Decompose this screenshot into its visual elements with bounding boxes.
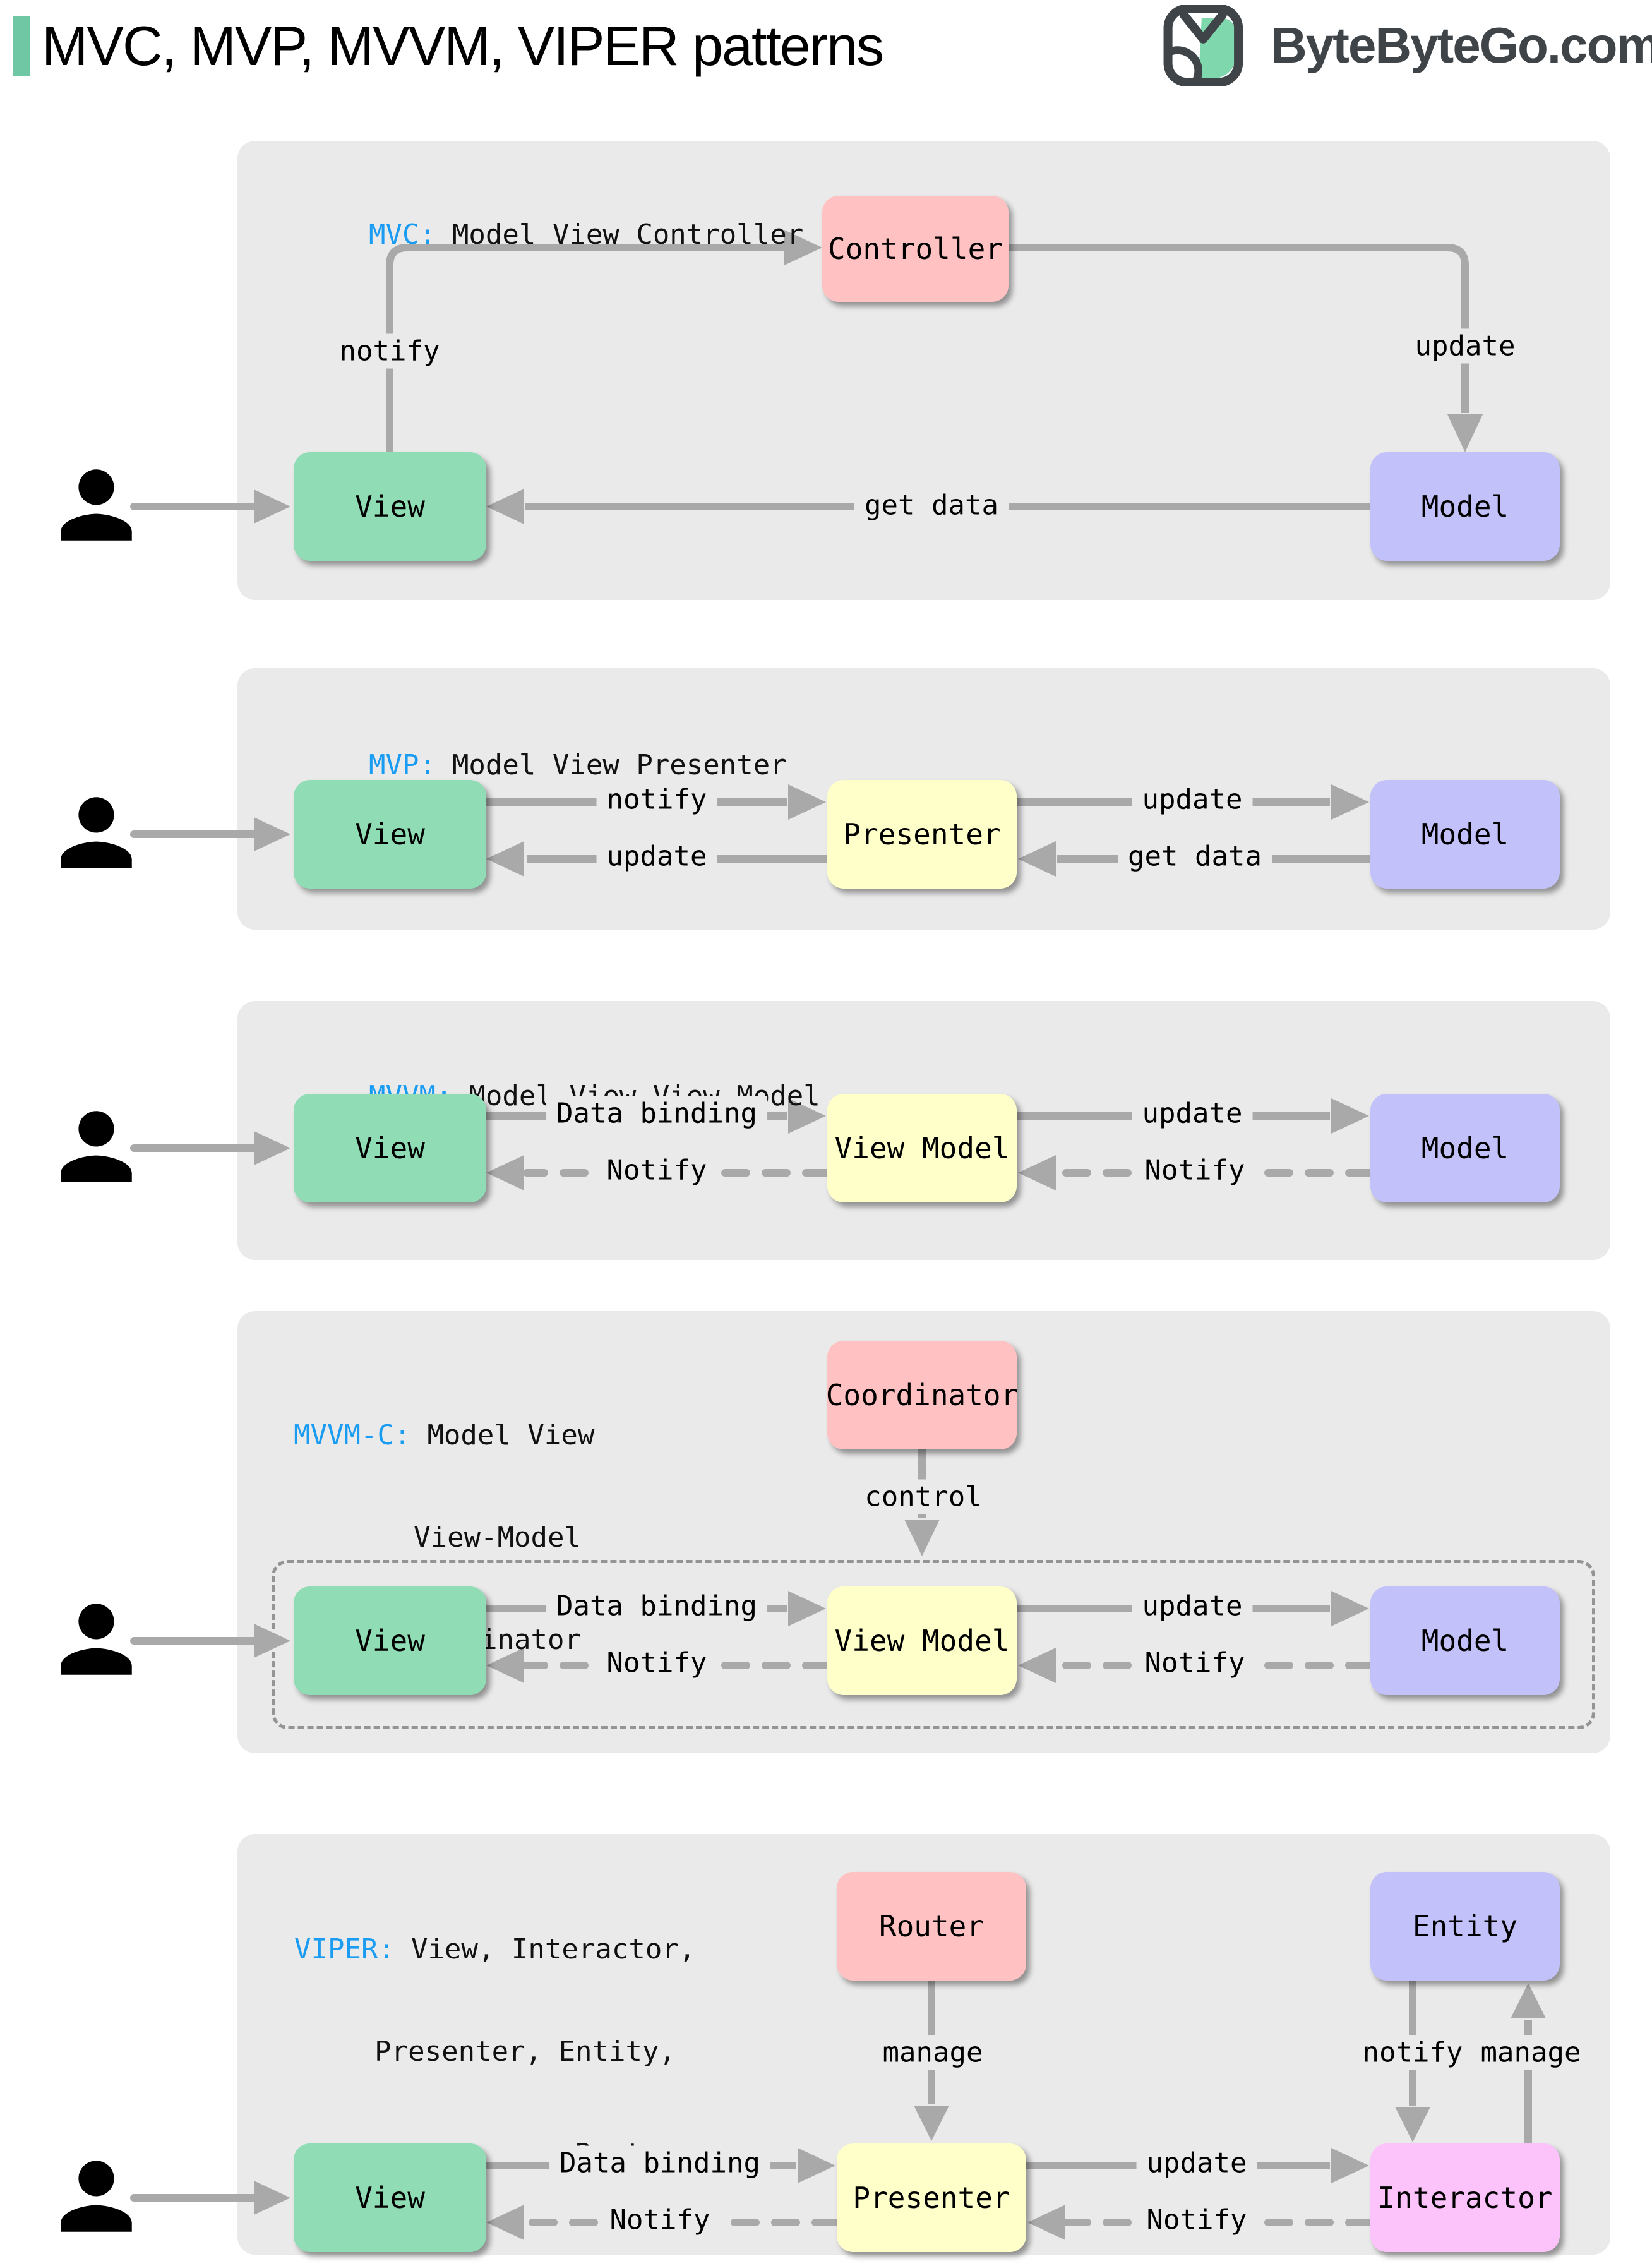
mvvm-viewmodel-box: View Model <box>827 1094 1017 1202</box>
edge-label: Notify <box>1136 2202 1257 2238</box>
edge-label: Notify <box>596 1153 717 1188</box>
edge-label: update <box>596 839 717 874</box>
edge-label: Notify <box>1134 1153 1255 1188</box>
edge-label: update <box>1132 1588 1253 1624</box>
mvc-heading: MVC: Model View Controller <box>302 182 803 288</box>
mvc-heading-text: Model View Controller <box>452 219 804 251</box>
edge-label: Notify <box>596 1645 717 1681</box>
user-icon <box>61 1111 132 1182</box>
mvvmc-model-box: Model <box>1370 1586 1560 1695</box>
mvp-heading-text: Model View Presenter <box>452 749 787 781</box>
viper-router-box: Router <box>837 1872 1026 1981</box>
mvvmc-heading-prefix: MVVM-C: <box>294 1419 411 1451</box>
edge-label: notify <box>596 782 717 817</box>
mvc-controller-box: Controller <box>822 196 1009 302</box>
edge-label: update <box>1404 328 1526 364</box>
mvvmc-viewmodel-box: View Model <box>827 1586 1017 1695</box>
edge-label: notify <box>1357 2035 1468 2070</box>
user-icon <box>61 1604 132 1675</box>
viper-presenter-box: Presenter <box>837 2143 1026 2252</box>
edge-label: Notify <box>599 2202 721 2238</box>
mvvm-model-box: Model <box>1370 1094 1560 1202</box>
edge-label: get data <box>854 488 1009 523</box>
mvp-model-box: Model <box>1370 780 1560 889</box>
edge-label: update <box>1132 782 1253 817</box>
mvc-heading-prefix: MVC: <box>368 219 436 251</box>
user-icon <box>61 2161 132 2232</box>
edge-label: update <box>1136 2145 1257 2181</box>
bytebytego-logo-icon <box>1163 5 1243 86</box>
logo-text: ByteByteGo.com <box>1271 17 1652 73</box>
edge-label: get data <box>1118 839 1272 874</box>
bytebytego-logo: ByteByteGo.com <box>1163 5 1652 86</box>
viper-entity-box: Entity <box>1370 1872 1560 1981</box>
mvc-model-box: Model <box>1370 452 1560 561</box>
mvc-view-box: View <box>294 452 486 561</box>
edge-label: Data binding <box>549 2145 770 2181</box>
edge-label: Data binding <box>546 1096 767 1131</box>
edge-label: Data binding <box>546 1588 767 1624</box>
page-title: MVC, MVP, MVVM, VIPER patterns <box>42 15 884 77</box>
edge-label: update <box>1132 1096 1253 1131</box>
mvvmc-coordinator-box: Coordinator <box>826 1341 1018 1449</box>
user-icon <box>61 469 132 541</box>
mvp-heading-prefix: MVP: <box>368 749 436 781</box>
mvp-presenter-box: Presenter <box>827 780 1017 889</box>
edge-label: notify <box>329 333 450 369</box>
title-accent-bar <box>13 16 30 76</box>
mvvm-view-box: View <box>294 1094 486 1202</box>
viper-interactor-box: Interactor <box>1370 2143 1560 2252</box>
mvp-view-box: View <box>294 780 486 889</box>
edge-label: Notify <box>1134 1645 1255 1681</box>
mvp-heading: MVP: Model View Presenter <box>302 712 787 818</box>
edge-label: manage <box>872 2035 993 2070</box>
mvvmc-view-box: View <box>294 1586 486 1695</box>
viper-view-box: View <box>294 2143 486 2252</box>
edge-label: control <box>854 1479 992 1514</box>
viper-heading: VIPER:View, Interactor, Presenter, Entit… <box>294 1933 696 2170</box>
edge-label: manage <box>1475 2035 1586 2070</box>
viper-heading-prefix: VIPER: <box>294 1933 395 1965</box>
user-icon <box>61 797 132 868</box>
